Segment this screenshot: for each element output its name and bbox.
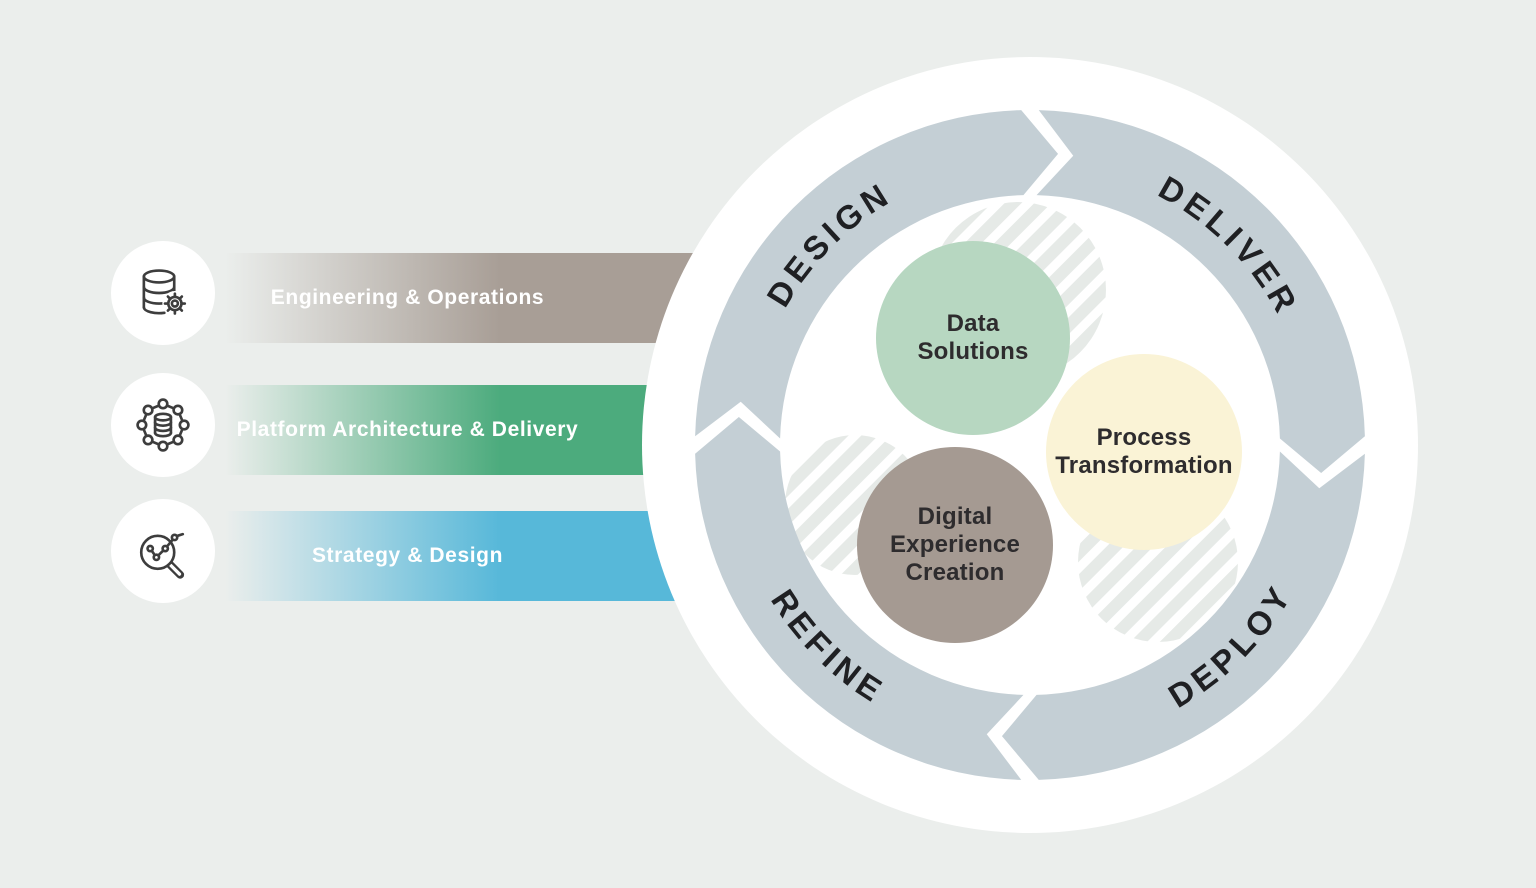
bubble-label: Data Solutions bbox=[917, 309, 1029, 365]
phase-arc-deploy bbox=[1001, 451, 1365, 780]
bubble-label: Digital Experience Creation bbox=[889, 502, 1021, 587]
cycle-diagram: DESIGN DELIVER DEPLOY REFINE bbox=[642, 57, 1418, 833]
bubble-process-transformation: Process Transformation bbox=[1046, 354, 1242, 550]
bubble-label: Process Transformation bbox=[1055, 423, 1233, 479]
bubble-digital-experience-creation: Digital Experience Creation bbox=[857, 447, 1053, 643]
magnifier-trend-icon bbox=[139, 532, 185, 579]
phase-arc-design bbox=[695, 110, 1059, 439]
capability-bar-platform-architecture: Platform Architecture & Delivery bbox=[225, 385, 700, 475]
bubble-data-solutions: Data Solutions bbox=[876, 241, 1070, 435]
capability-bar-engineering-operations: Engineering & Operations bbox=[225, 253, 700, 343]
capability-bar-strategy-design: Strategy & Design bbox=[225, 511, 700, 601]
bar-label: Strategy & Design bbox=[311, 544, 504, 567]
phase-arc-deliver bbox=[1036, 110, 1365, 474]
icon-circle-engineering bbox=[111, 241, 215, 345]
bar-label: Engineering & Operations bbox=[270, 286, 545, 309]
icon-circle-platform bbox=[111, 373, 215, 477]
bar-label: Platform Architecture & Delivery bbox=[236, 418, 579, 441]
database-gear-icon bbox=[142, 269, 188, 317]
network-database-icon bbox=[136, 398, 190, 452]
icon-circle-strategy bbox=[111, 499, 215, 603]
phase-arc-refine bbox=[695, 416, 1024, 780]
